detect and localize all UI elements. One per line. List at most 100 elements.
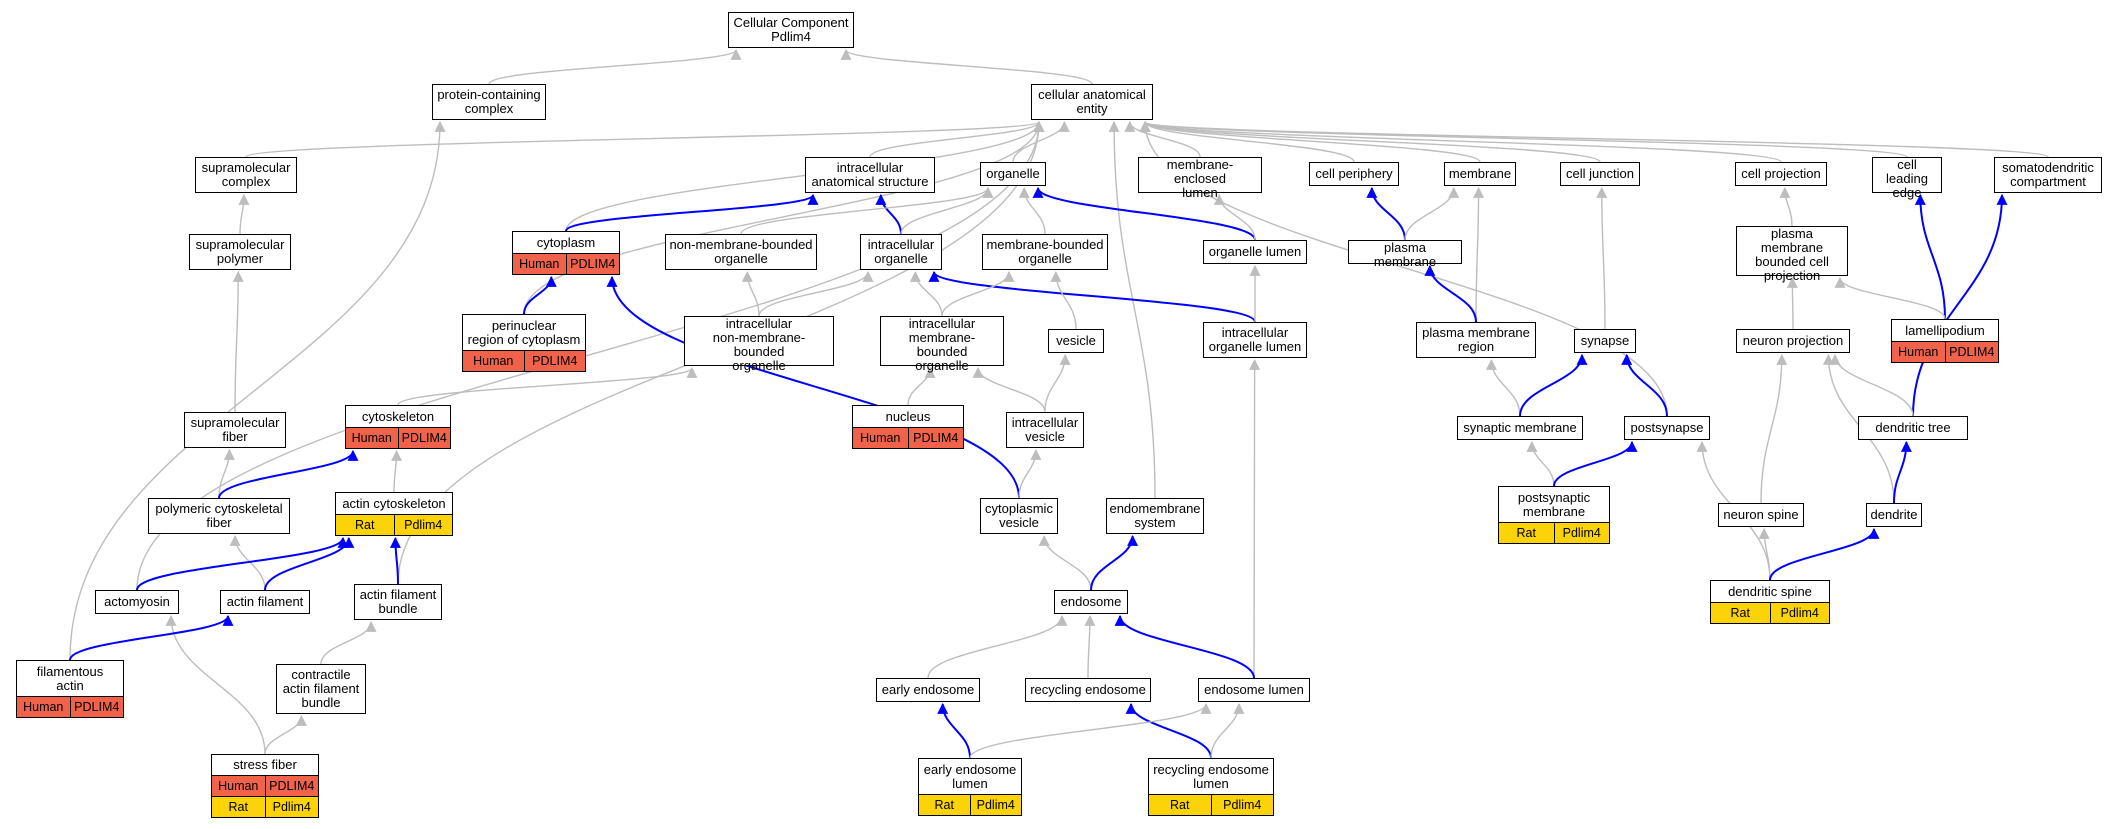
edge-pcf-to-csk: [218, 449, 359, 499]
node-label: perinuclear region of cytoplasm: [467, 317, 581, 347]
node-label: cell leading edge: [1886, 157, 1928, 200]
edge-mem-to-cae: [1139, 120, 1481, 163]
edge-eel-to-el: [969, 702, 1212, 759]
species-label: Rat: [228, 800, 248, 814]
node-label: dendritic spine: [1728, 583, 1812, 599]
node-label: cell periphery: [1315, 166, 1393, 181]
node-label: plasma membrane region: [1422, 325, 1530, 354]
edge-iv-to-imbo: [972, 366, 1046, 413]
gene-label: PDLIM4: [523, 351, 586, 371]
gene-label: PDLIM4: [1944, 342, 1999, 362]
edge-eel-to-ee: [937, 702, 971, 759]
node-iv: intracellular vesicle: [1006, 412, 1084, 448]
edge-cyto-to-cae: [565, 120, 1045, 232]
species-label: Human: [23, 700, 64, 714]
edge-pm-to-mem: [1404, 186, 1460, 241]
node-synm: synaptic membrane: [1457, 416, 1583, 440]
node-label: neuron projection: [1742, 333, 1844, 348]
edge-iol-to-io: [928, 270, 1256, 323]
node-pcc: protein-containing complex: [432, 84, 546, 120]
node-label: filamentous actin: [36, 663, 104, 693]
node-label: actin filament: [226, 594, 304, 609]
edge-pmr-to-pm: [1424, 264, 1477, 323]
node-iol: intracellular organelle lumen: [1203, 322, 1307, 358]
edge-cproj-to-cae: [1139, 120, 1782, 163]
edge-nmbo-to-org: [740, 186, 994, 235]
node-pmr: plasma membrane region: [1416, 322, 1536, 358]
node-np: neuron projection: [1736, 329, 1850, 353]
edge-io-to-org: [900, 186, 994, 235]
node-re: recycling endosome: [1025, 678, 1151, 702]
edge-mbo-to-org: [1018, 186, 1046, 235]
species-label: Human: [473, 354, 514, 368]
edge-afb-to-acsk: [389, 536, 401, 585]
edge-pmr-to-mem: [1473, 186, 1485, 323]
edge-smc-to-cae: [245, 120, 1044, 158]
node-label: organelle lumen: [1208, 244, 1302, 259]
species-label: Rat: [1730, 606, 1750, 620]
edge-el-to-iol: [1249, 358, 1261, 679]
node-smc: supramolecular complex: [195, 157, 297, 193]
node-label: nucleus: [885, 408, 931, 424]
edge-el-to-endo: [1114, 614, 1255, 679]
node-pm: plasma membrane: [1348, 240, 1462, 269]
node-label: non-membrane-bounded organelle: [669, 237, 813, 266]
node-afb: actin filament bundle: [354, 584, 442, 620]
edge-sf-to-cafb: [264, 714, 307, 755]
node-mbo: membrane-bounded organelle: [982, 234, 1108, 270]
node-label: somatodendritic compartment: [2002, 160, 2094, 189]
edge-inmbo-to-io: [758, 270, 874, 317]
node-label: synaptic membrane: [1463, 420, 1577, 435]
node-label: dendrite: [1870, 507, 1918, 522]
edge-lam-to-cle: [1914, 193, 1946, 320]
node-actm: actomyosin: [95, 590, 179, 614]
node-ems: endomembrane system: [1106, 498, 1204, 534]
edge-org-to-cae: [1012, 120, 1070, 163]
node-label: supramolecular polymer: [195, 237, 285, 266]
gene-label: Pdlim4: [393, 515, 453, 535]
edge-rel-to-el: [1210, 702, 1245, 759]
node-label: protein-containing complex: [437, 87, 541, 116]
edge-cper-to-cae: [1139, 120, 1355, 163]
edge-imbo-to-mbo: [941, 270, 1015, 317]
edge-nsp-to-np: [1760, 353, 1788, 504]
gene-label: PDLIM4: [907, 428, 964, 448]
edge-psyn-to-syn: [1621, 353, 1668, 417]
edge-actm-to-acsk: [136, 536, 349, 591]
edge-pmbcp-to-cproj: [1779, 186, 1793, 227]
species-label: Rat: [934, 798, 954, 812]
edge-re-to-endo: [1084, 614, 1096, 679]
node-cle: cell leading edge: [1872, 157, 1942, 200]
gene-label: PDLIM4: [69, 697, 124, 717]
node-nsp: neuron spine: [1718, 503, 1804, 527]
edge-pcc-to-root: [488, 48, 742, 85]
edge-psm-to-psyn: [1553, 440, 1638, 487]
node-label: synapse: [1580, 333, 1630, 348]
node-label: cytoplasmic vesicle: [985, 501, 1053, 530]
node-label: cell junction: [1566, 166, 1634, 181]
node-label: recycling endosome lumen: [1153, 761, 1269, 791]
edge-ems-to-cae: [1108, 120, 1156, 499]
edge-csk-to-inmbo: [397, 366, 698, 406]
node-label: cellular anatomical entity: [1038, 87, 1146, 116]
node-cper: cell periphery: [1309, 162, 1399, 186]
node-label: dendritic tree: [1875, 420, 1951, 435]
edge-ias-to-cae: [869, 120, 1045, 158]
node-label: endomembrane system: [1109, 501, 1201, 530]
node-smp: supramolecular polymer: [189, 234, 291, 270]
node-label: recycling endosome: [1030, 682, 1146, 697]
node-label: supramolecular fiber: [190, 415, 280, 444]
annotation-row: Human PDLIM4: [17, 696, 123, 717]
edge-iv-to-vesicle: [1044, 353, 1071, 413]
node-label: cytoplasm: [536, 234, 596, 250]
